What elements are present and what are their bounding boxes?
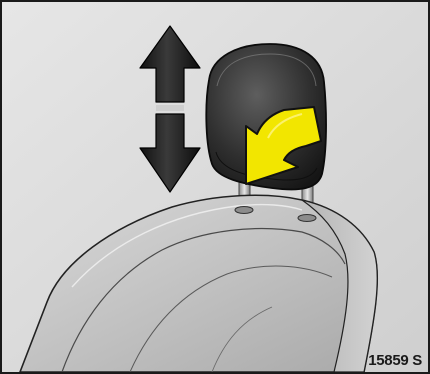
figure-code-label: 15859 S <box>368 352 422 369</box>
